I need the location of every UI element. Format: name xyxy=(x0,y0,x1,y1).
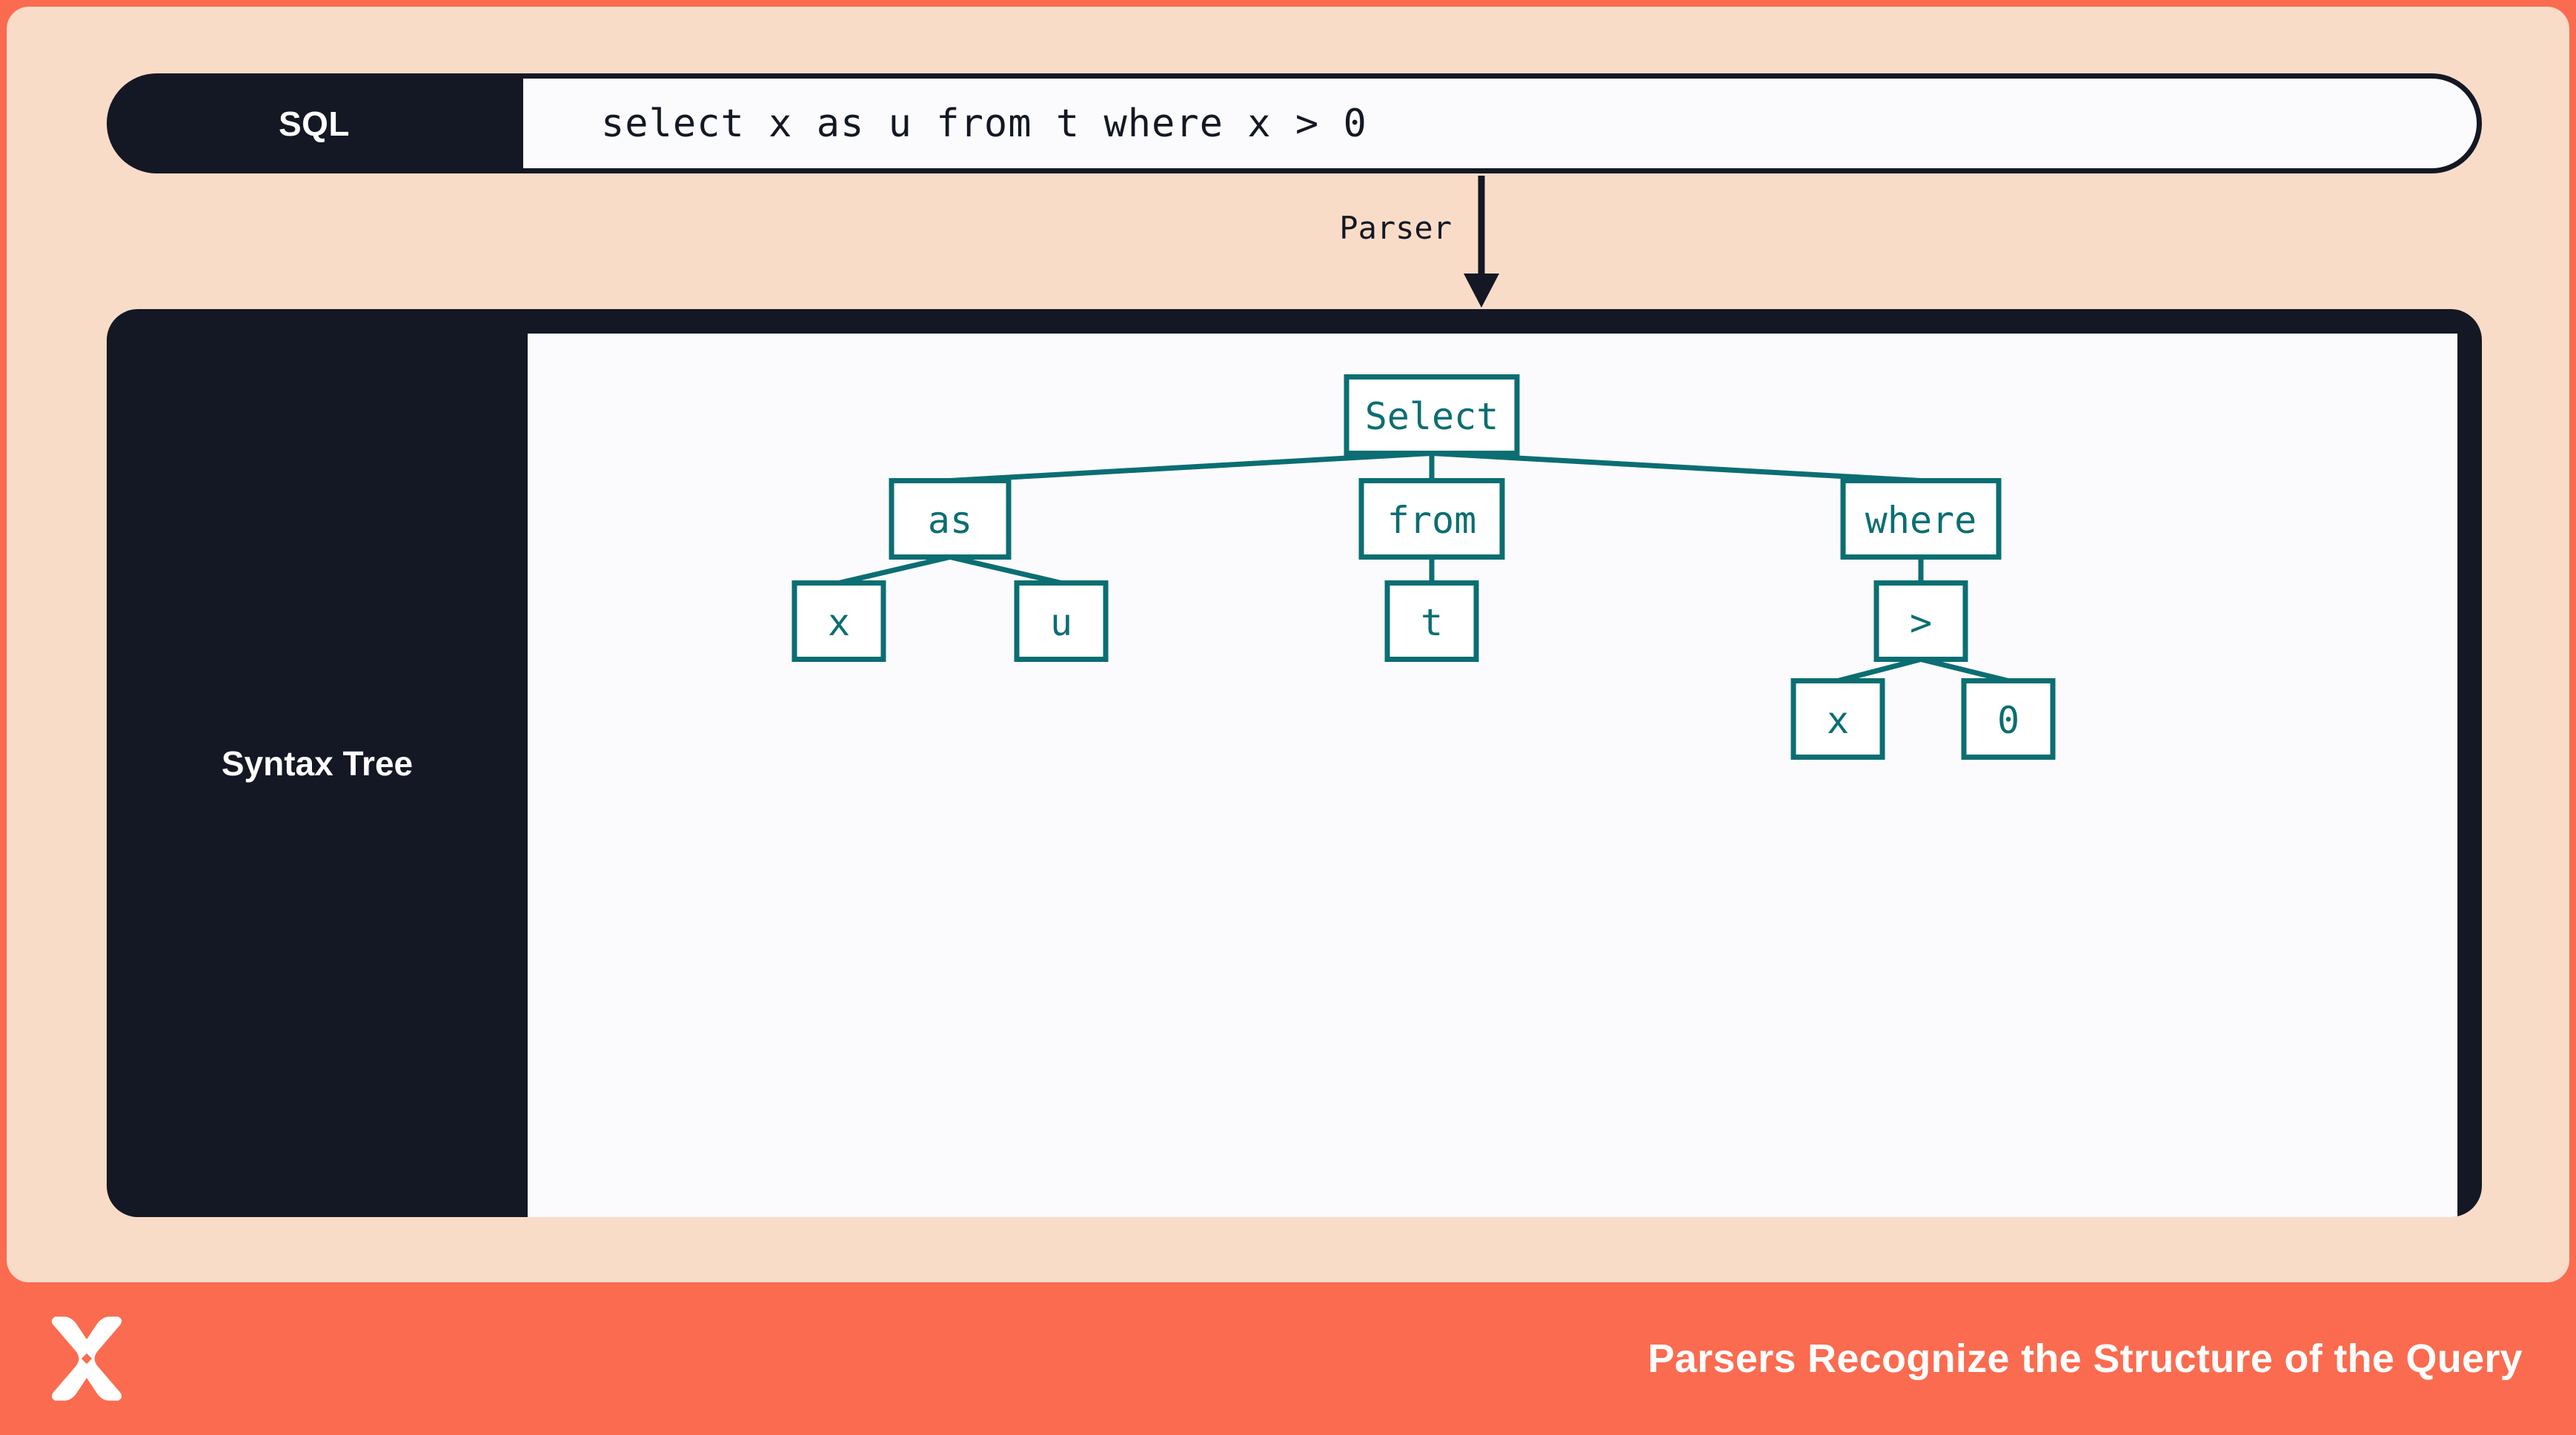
butterfly-x-logo-icon xyxy=(51,1316,122,1401)
tree-node-label: t xyxy=(1421,601,1443,644)
sql-query-text: select x as u from t where x > 0 xyxy=(518,73,2482,173)
parser-transform: Parser xyxy=(1237,176,1652,311)
tree-node: x xyxy=(791,580,886,662)
tree-node-label: from xyxy=(1387,499,1476,542)
down-arrow-icon xyxy=(1464,176,1499,308)
tree-node: where xyxy=(1840,478,2002,560)
tree-node-label: x xyxy=(828,601,850,644)
tree-edge xyxy=(838,554,951,586)
parser-label: Parser xyxy=(1339,210,1452,246)
tree-node-label: x xyxy=(1827,699,1849,742)
tree-node-box xyxy=(1384,580,1479,662)
tree-node-box xyxy=(1344,374,1520,456)
tree-node: Select xyxy=(1344,374,1520,456)
tree-edge xyxy=(1920,657,2009,683)
tree-node-label: where xyxy=(1865,499,1977,542)
tree-node-label: 0 xyxy=(1997,699,2019,742)
tree-node-box xyxy=(1961,678,2056,760)
tree-node-label: u xyxy=(1050,601,1072,644)
tree-node-label: as xyxy=(928,499,972,542)
tree-node-box xyxy=(889,478,1012,560)
tree-node: u xyxy=(1014,580,1109,662)
tree-edge xyxy=(1837,657,1922,683)
syntax-tree-label: Syntax Tree xyxy=(221,743,414,783)
syntax-tree-canvas: Select as from where x u t > x 0 xyxy=(528,334,2457,1217)
tree-node-box xyxy=(1840,478,2002,560)
tree-node-box xyxy=(1358,478,1505,560)
tree-node-label: Select xyxy=(1365,395,1499,438)
tree-edge xyxy=(949,451,1433,483)
content-card: SQL select x as u from t where x > 0 Par… xyxy=(7,7,2569,1282)
tree-edge xyxy=(1431,451,1922,483)
tree-node-box xyxy=(1014,580,1109,662)
sql-row: SQL select x as u from t where x > 0 xyxy=(107,73,2482,173)
tree-node-box xyxy=(1873,580,1968,662)
syntax-tree-panel: Syntax Tree Select as from where x u t > x 0 xyxy=(107,309,2482,1217)
tree-node-box xyxy=(1790,678,1885,760)
tree-edge xyxy=(949,554,1062,586)
tree-node: t xyxy=(1384,580,1479,662)
tree-node: > xyxy=(1873,580,1968,662)
footer-bar: Parsers Recognize the Structure of the Q… xyxy=(0,1282,2576,1435)
syntax-tree-graph: Select as from where x u t > x 0 xyxy=(791,374,2056,760)
footer-tagline: Parsers Recognize the Structure of the Q… xyxy=(1647,1336,2523,1381)
tree-node: 0 xyxy=(1961,678,2056,760)
tree-node-box xyxy=(791,580,886,662)
tree-node: as xyxy=(889,478,1012,560)
tree-node: from xyxy=(1358,478,1505,560)
sql-label: SQL xyxy=(107,73,522,173)
tree-node-label: > xyxy=(1910,601,1932,644)
tree-node: x xyxy=(1790,678,1885,760)
